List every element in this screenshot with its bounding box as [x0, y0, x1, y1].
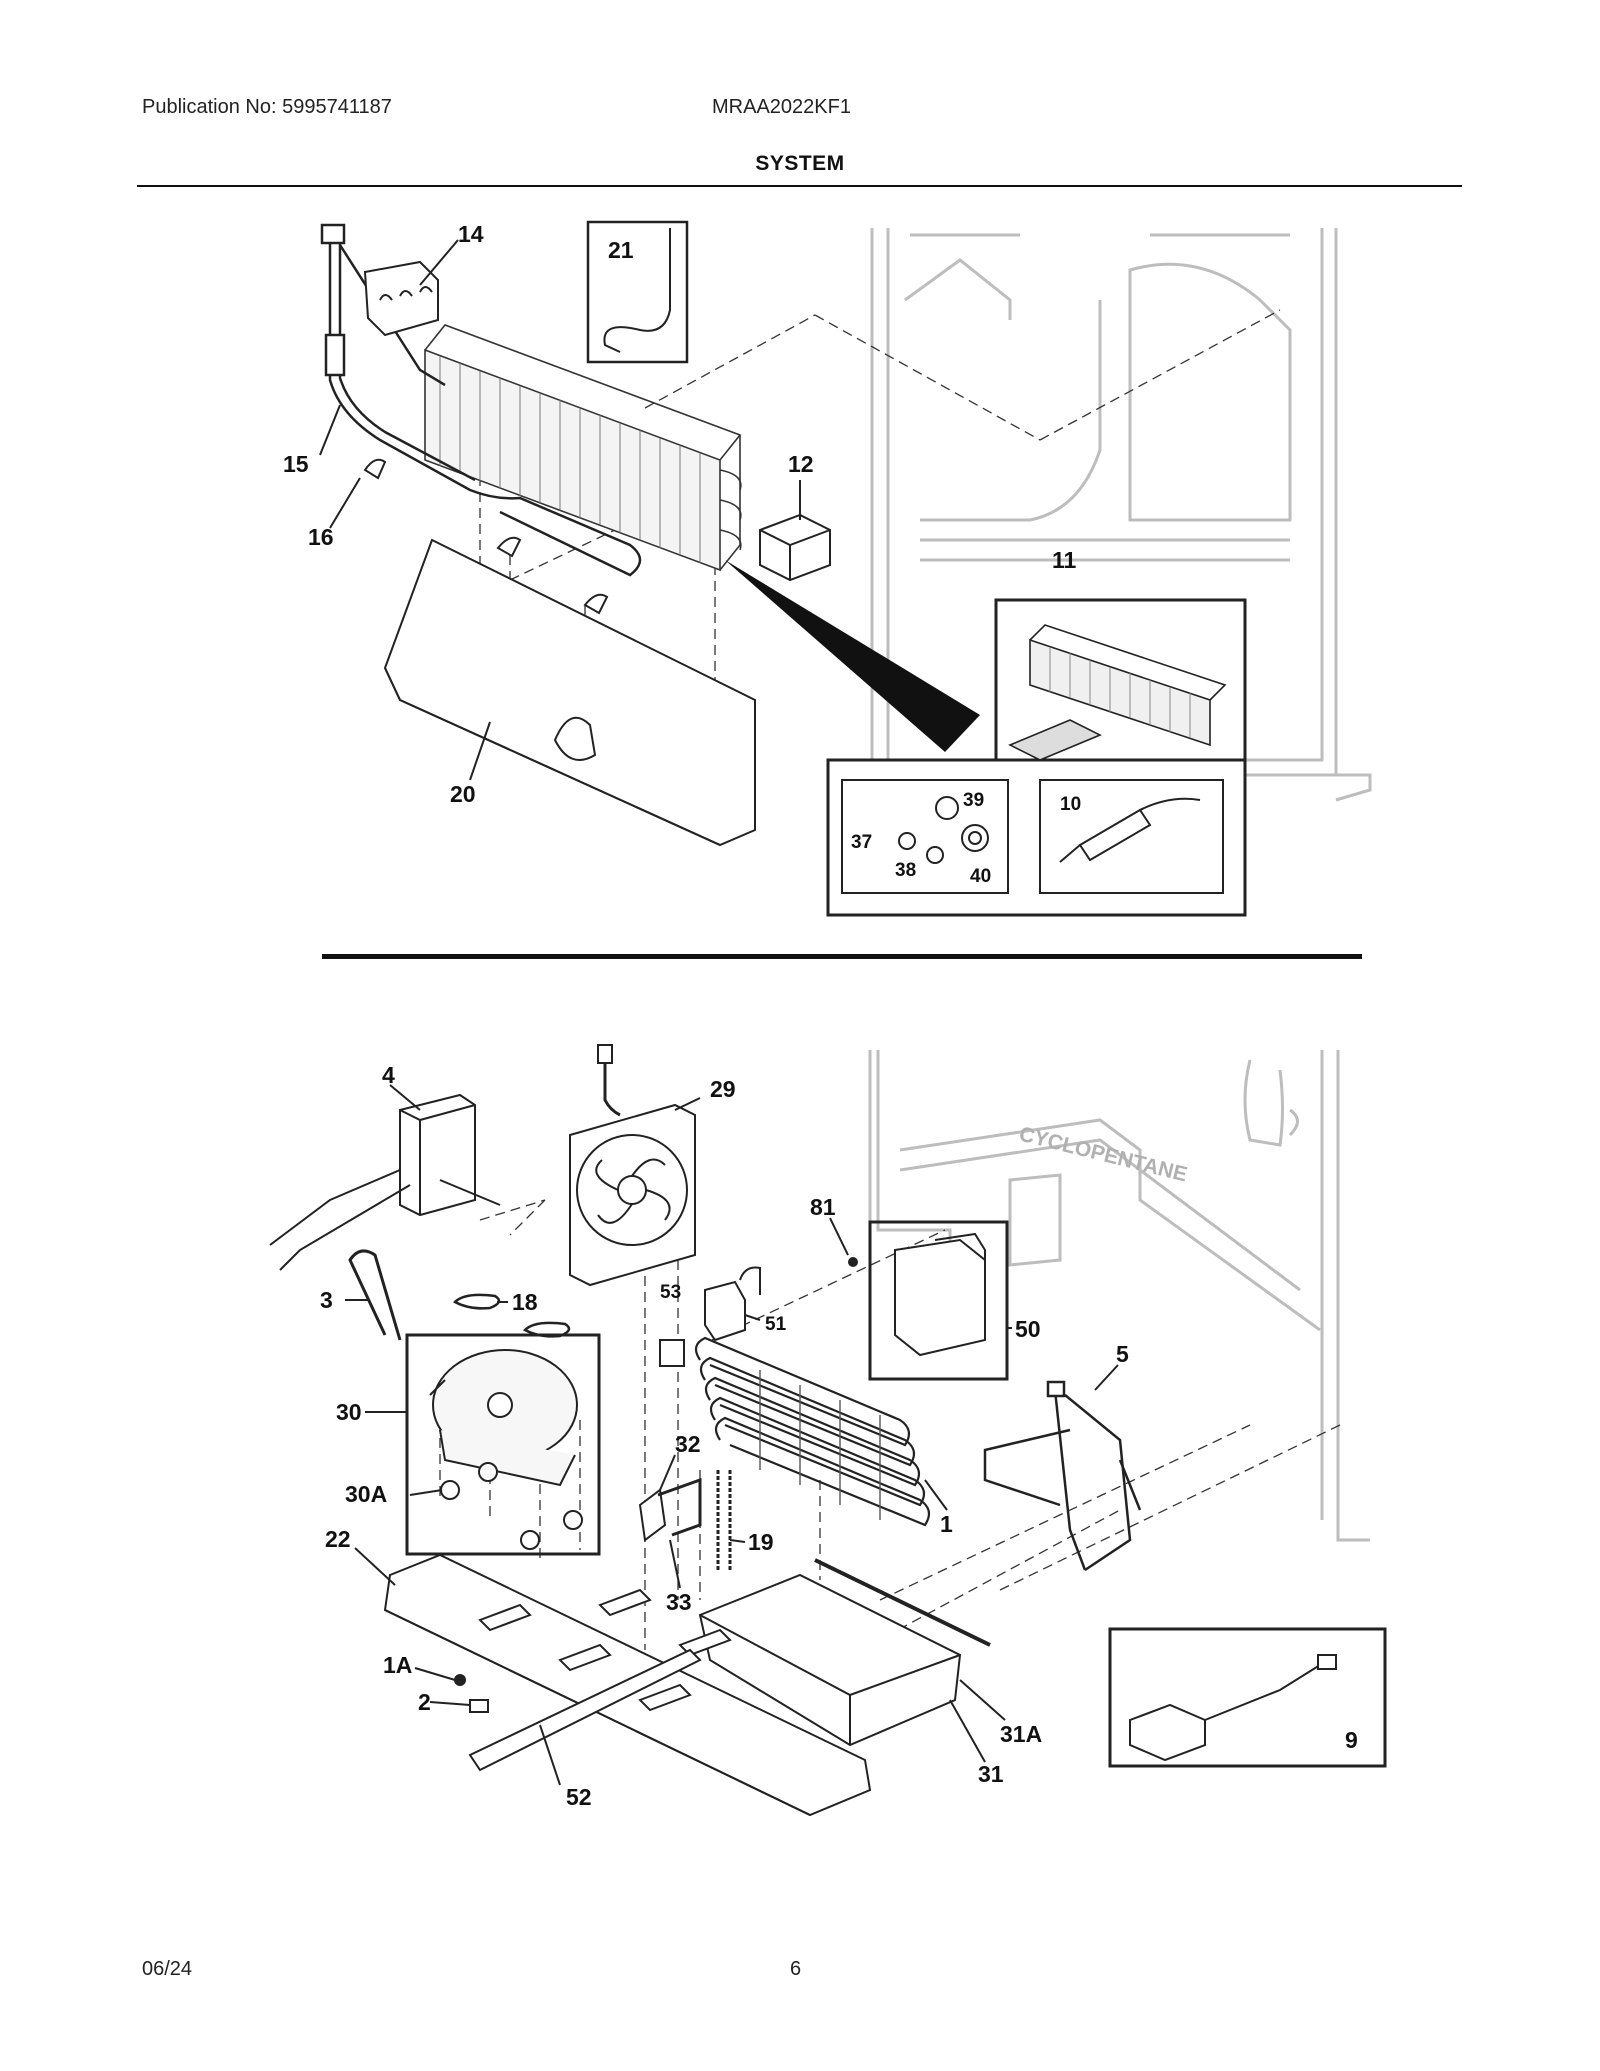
callout-1A: 1A [383, 1652, 412, 1678]
fittings [898, 796, 989, 864]
section-divider [322, 954, 1362, 959]
replacement-evaporator [1008, 624, 1227, 761]
drain-pan-strip [814, 1558, 991, 1647]
callout-10: 10 [1060, 794, 1081, 815]
damper-51 [704, 1266, 761, 1342]
filter-dryer [1059, 797, 1201, 863]
header-rule [137, 185, 1462, 187]
compressor [429, 1349, 578, 1487]
grommets [440, 1462, 583, 1550]
callout-40: 40 [970, 866, 991, 887]
defrost-heater-harness [320, 223, 642, 577]
callout-22: 22 [325, 1526, 351, 1552]
callout-81: 81 [810, 1194, 836, 1220]
callout-53: 53 [660, 1282, 681, 1303]
callout-1: 1 [940, 1511, 953, 1537]
cabinet-outline-bottom [868, 1050, 1370, 1542]
control-box-50 [868, 1220, 1009, 1381]
transformer [1129, 1654, 1337, 1762]
callout-14: 14 [458, 221, 484, 247]
callout-leaders [319, 239, 1119, 1786]
callout-39: 39 [963, 790, 984, 811]
footer-date: 06/24 [142, 1958, 193, 1980]
callout-20: 20 [450, 781, 476, 807]
callout-50: 50 [1015, 1316, 1041, 1342]
callout-30: 30 [336, 1399, 362, 1425]
page-number: 6 [790, 1958, 802, 1980]
callout-12: 12 [788, 451, 814, 477]
callout-9: 9 [1345, 1727, 1358, 1753]
power-cord-loop [348, 1249, 402, 1341]
callout-31: 31 [978, 1761, 1004, 1787]
callout-5: 5 [1116, 1341, 1129, 1367]
evaporator-cover [383, 538, 756, 847]
callout-30A: 30A [345, 1481, 387, 1507]
defrost-limiter [759, 513, 831, 582]
callout-21: 21 [608, 237, 634, 263]
condenser-coil [694, 1336, 931, 1527]
section-title: SYSTEM [755, 152, 845, 175]
callout-4: 4 [382, 1062, 395, 1088]
callout-18: 18 [512, 1289, 538, 1315]
callout-3: 3 [320, 1287, 333, 1313]
callout-19: 19 [748, 1529, 774, 1555]
callout-labels: 14 21 15 12 16 11 20 39 10 37 38 40 4 29… [283, 221, 1358, 1810]
callout-15: 15 [283, 451, 309, 477]
callout-51: 51 [765, 1314, 787, 1335]
heater-clips [363, 458, 609, 615]
wire-harness [983, 1380, 1142, 1572]
clip-2 [469, 1699, 489, 1713]
callout-38: 38 [895, 860, 916, 881]
main-control-board [269, 1093, 501, 1271]
evaporator-coil [424, 324, 742, 572]
callout-11: 11 [1052, 547, 1077, 573]
compressor-box [405, 1333, 601, 1556]
callout-29: 29 [710, 1076, 736, 1102]
callout-32: 32 [675, 1431, 701, 1457]
sensor-53 [659, 1339, 685, 1367]
drain-tube [716, 1470, 732, 1570]
control-board [894, 1232, 986, 1357]
bracket-32 [638, 1488, 667, 1542]
callout-2: 2 [418, 1689, 431, 1715]
sensor-wire [603, 228, 671, 353]
screw-81 [848, 1257, 858, 1267]
bracket-33 [657, 1477, 702, 1537]
terminal-block [363, 260, 439, 337]
callout-37: 37 [851, 832, 872, 853]
callout-33: 33 [666, 1589, 692, 1615]
model-number: MRAA2022KF1 [712, 96, 851, 118]
detail-wedge [725, 560, 980, 752]
callout-16: 16 [308, 524, 334, 550]
callout-31A: 31A [1000, 1721, 1042, 1747]
rail-52 [468, 1648, 702, 1772]
inset-box-10 [1039, 779, 1224, 894]
callout-52: 52 [566, 1784, 592, 1810]
drain-pan [698, 1573, 962, 1747]
clamp-1a [454, 1674, 466, 1686]
condenser-fan [569, 1044, 696, 1287]
inset-box-fittings [841, 779, 1009, 894]
inset-box-kit [826, 758, 1247, 917]
inset-box-21 [586, 220, 689, 364]
publication-number: Publication No: 5995741187 [142, 96, 392, 118]
